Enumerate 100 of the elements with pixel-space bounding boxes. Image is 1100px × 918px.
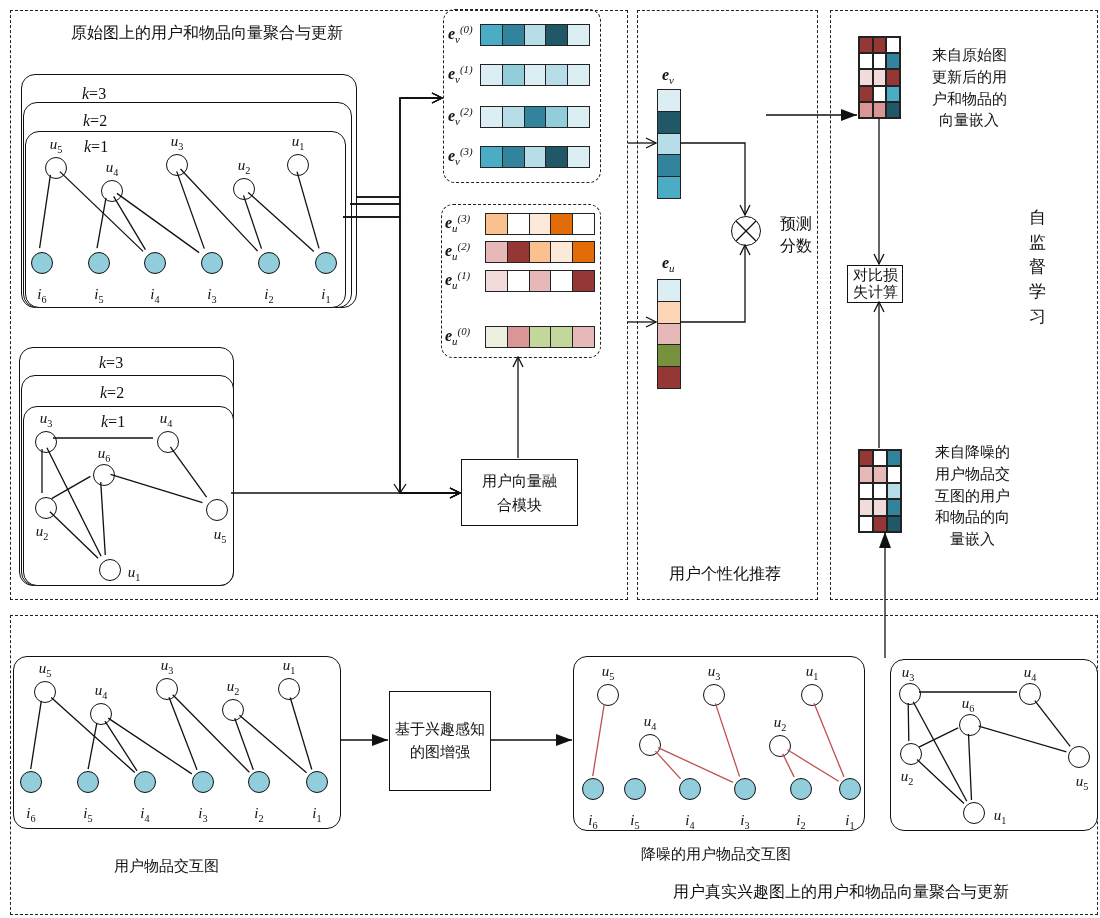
graph-edge: [916, 758, 965, 805]
graph-node-circle: [258, 252, 280, 274]
node-label: i$_{1}$: [312, 804, 322, 822]
graph-node-circle: [166, 154, 188, 176]
graph-edge: [782, 753, 795, 778]
graph-node-circle: [31, 252, 53, 274]
node-label: i$_{3}$: [207, 285, 217, 303]
graph-edge: [30, 700, 42, 770]
node-label: 降噪的用户物品交互图: [641, 845, 791, 863]
graph-node-circle: [734, 778, 756, 800]
node-label: i$_{6}$: [37, 285, 47, 303]
process-box: 对比损失计算: [847, 265, 903, 303]
node-label: u$_{4}$: [105, 158, 119, 176]
graph-edge: [107, 717, 193, 775]
node-label: i$_{5}$: [630, 811, 640, 829]
graph-node-circle: [703, 684, 725, 706]
graph-node-circle: [624, 778, 646, 800]
graph-node-circle: [899, 683, 921, 705]
graph-edge: [52, 437, 154, 439]
graph-edge: [1034, 700, 1071, 747]
node-label: u$_{2}$: [226, 677, 240, 695]
graph-node-circle: [201, 252, 223, 274]
layer-label: k=2: [83, 111, 108, 131]
region-title: 用户真实兴趣图上的用户和物品向量聚合与更新: [673, 882, 1009, 902]
circle-label: 预测分数: [780, 214, 813, 256]
graph-node-circle: [192, 771, 214, 793]
graph-edge: [172, 694, 250, 773]
node-label: u$_{2}$: [237, 156, 251, 174]
graph-node-circle: [1019, 683, 1041, 705]
graph-node-circle: [278, 678, 300, 700]
node-label: u$_{3}$: [39, 409, 53, 427]
graph-node-circle: [679, 778, 701, 800]
node-label: u$_{5}$: [601, 662, 615, 680]
node-label: u$_{1}$: [993, 806, 1007, 824]
node-label: u$_{4}$: [94, 681, 108, 699]
graph-node-circle: [45, 157, 67, 179]
graph-node-circle: [206, 499, 228, 521]
graph-edge: [50, 475, 92, 500]
node-label: i$_{2}$: [796, 811, 806, 829]
region-title: 自监督学习: [1027, 207, 1047, 328]
vector-label: e$_{v}$: [662, 67, 674, 83]
node-label: i$_{6}$: [588, 811, 598, 829]
graph-node-circle: [134, 771, 156, 793]
matrix-caption: 来自原始图更新后的用户和物品的向量嵌入: [930, 46, 1008, 131]
graph-node-circle: [34, 681, 56, 703]
graph-card: [573, 656, 865, 831]
graph-node-circle: [90, 703, 112, 725]
arrow: [873, 301, 885, 449]
multiply-circle: [731, 216, 761, 246]
graph-node-circle: [900, 743, 922, 765]
node-label: u$_{4}$: [1023, 663, 1037, 681]
graph-edge: [654, 750, 682, 780]
node-label: u$_{1}$: [282, 656, 296, 674]
graph-node-circle: [222, 699, 244, 721]
graph-edge: [38, 174, 52, 249]
node-label: u$_{1}$: [805, 662, 819, 680]
node-label: i$_{1}$: [845, 811, 855, 829]
graph-edge: [104, 720, 138, 772]
node-label: u$_{4}$: [643, 712, 657, 730]
graph-edge: [918, 691, 1018, 693]
node-label: i$_{1}$: [321, 285, 331, 303]
graph-node-circle: [801, 684, 823, 706]
node-label: u$_{3}$: [170, 132, 184, 150]
graph-edge: [296, 170, 320, 250]
graph-card: [25, 131, 346, 308]
arrow: [679, 244, 751, 323]
graph-node-circle: [306, 771, 328, 793]
graph-edge: [912, 701, 968, 802]
graph-edge: [109, 473, 204, 504]
arrow: [339, 734, 389, 746]
graph-edge: [116, 192, 200, 254]
arrow: [765, 109, 858, 121]
embedding-matrix: [858, 36, 901, 119]
graph-node-circle: [99, 559, 121, 581]
graph-edge: [714, 702, 741, 778]
graph-node-circle: [144, 252, 166, 274]
graph-card: [13, 656, 341, 829]
graph-edge: [242, 194, 263, 250]
embedding-matrix: [858, 449, 902, 533]
node-label: i$_{3}$: [198, 804, 208, 822]
dashed-region: [637, 10, 818, 600]
graph-edge: [112, 195, 147, 251]
graph-node-circle: [1068, 746, 1090, 768]
graph-node-circle: [839, 778, 861, 800]
graph-node-circle: [959, 714, 981, 736]
node-label: u$_{5}$: [49, 135, 63, 153]
graph-edge: [168, 696, 198, 771]
node-label: u$_{2}$: [35, 522, 49, 540]
node-label: i$_{4}$: [140, 804, 150, 822]
graph-edge: [786, 749, 840, 782]
graph-card: [23, 406, 234, 586]
node-label: u$_{2}$: [773, 713, 787, 731]
graph-node-circle: [790, 778, 812, 800]
graph-edge: [918, 727, 959, 748]
vector-label: e$_{u}$: [662, 255, 675, 271]
arrow: [512, 356, 524, 459]
arrow: [879, 531, 891, 659]
graph-edge: [59, 170, 144, 253]
node-label: i$_{4}$: [150, 285, 160, 303]
layer-label: k=1: [101, 412, 126, 432]
